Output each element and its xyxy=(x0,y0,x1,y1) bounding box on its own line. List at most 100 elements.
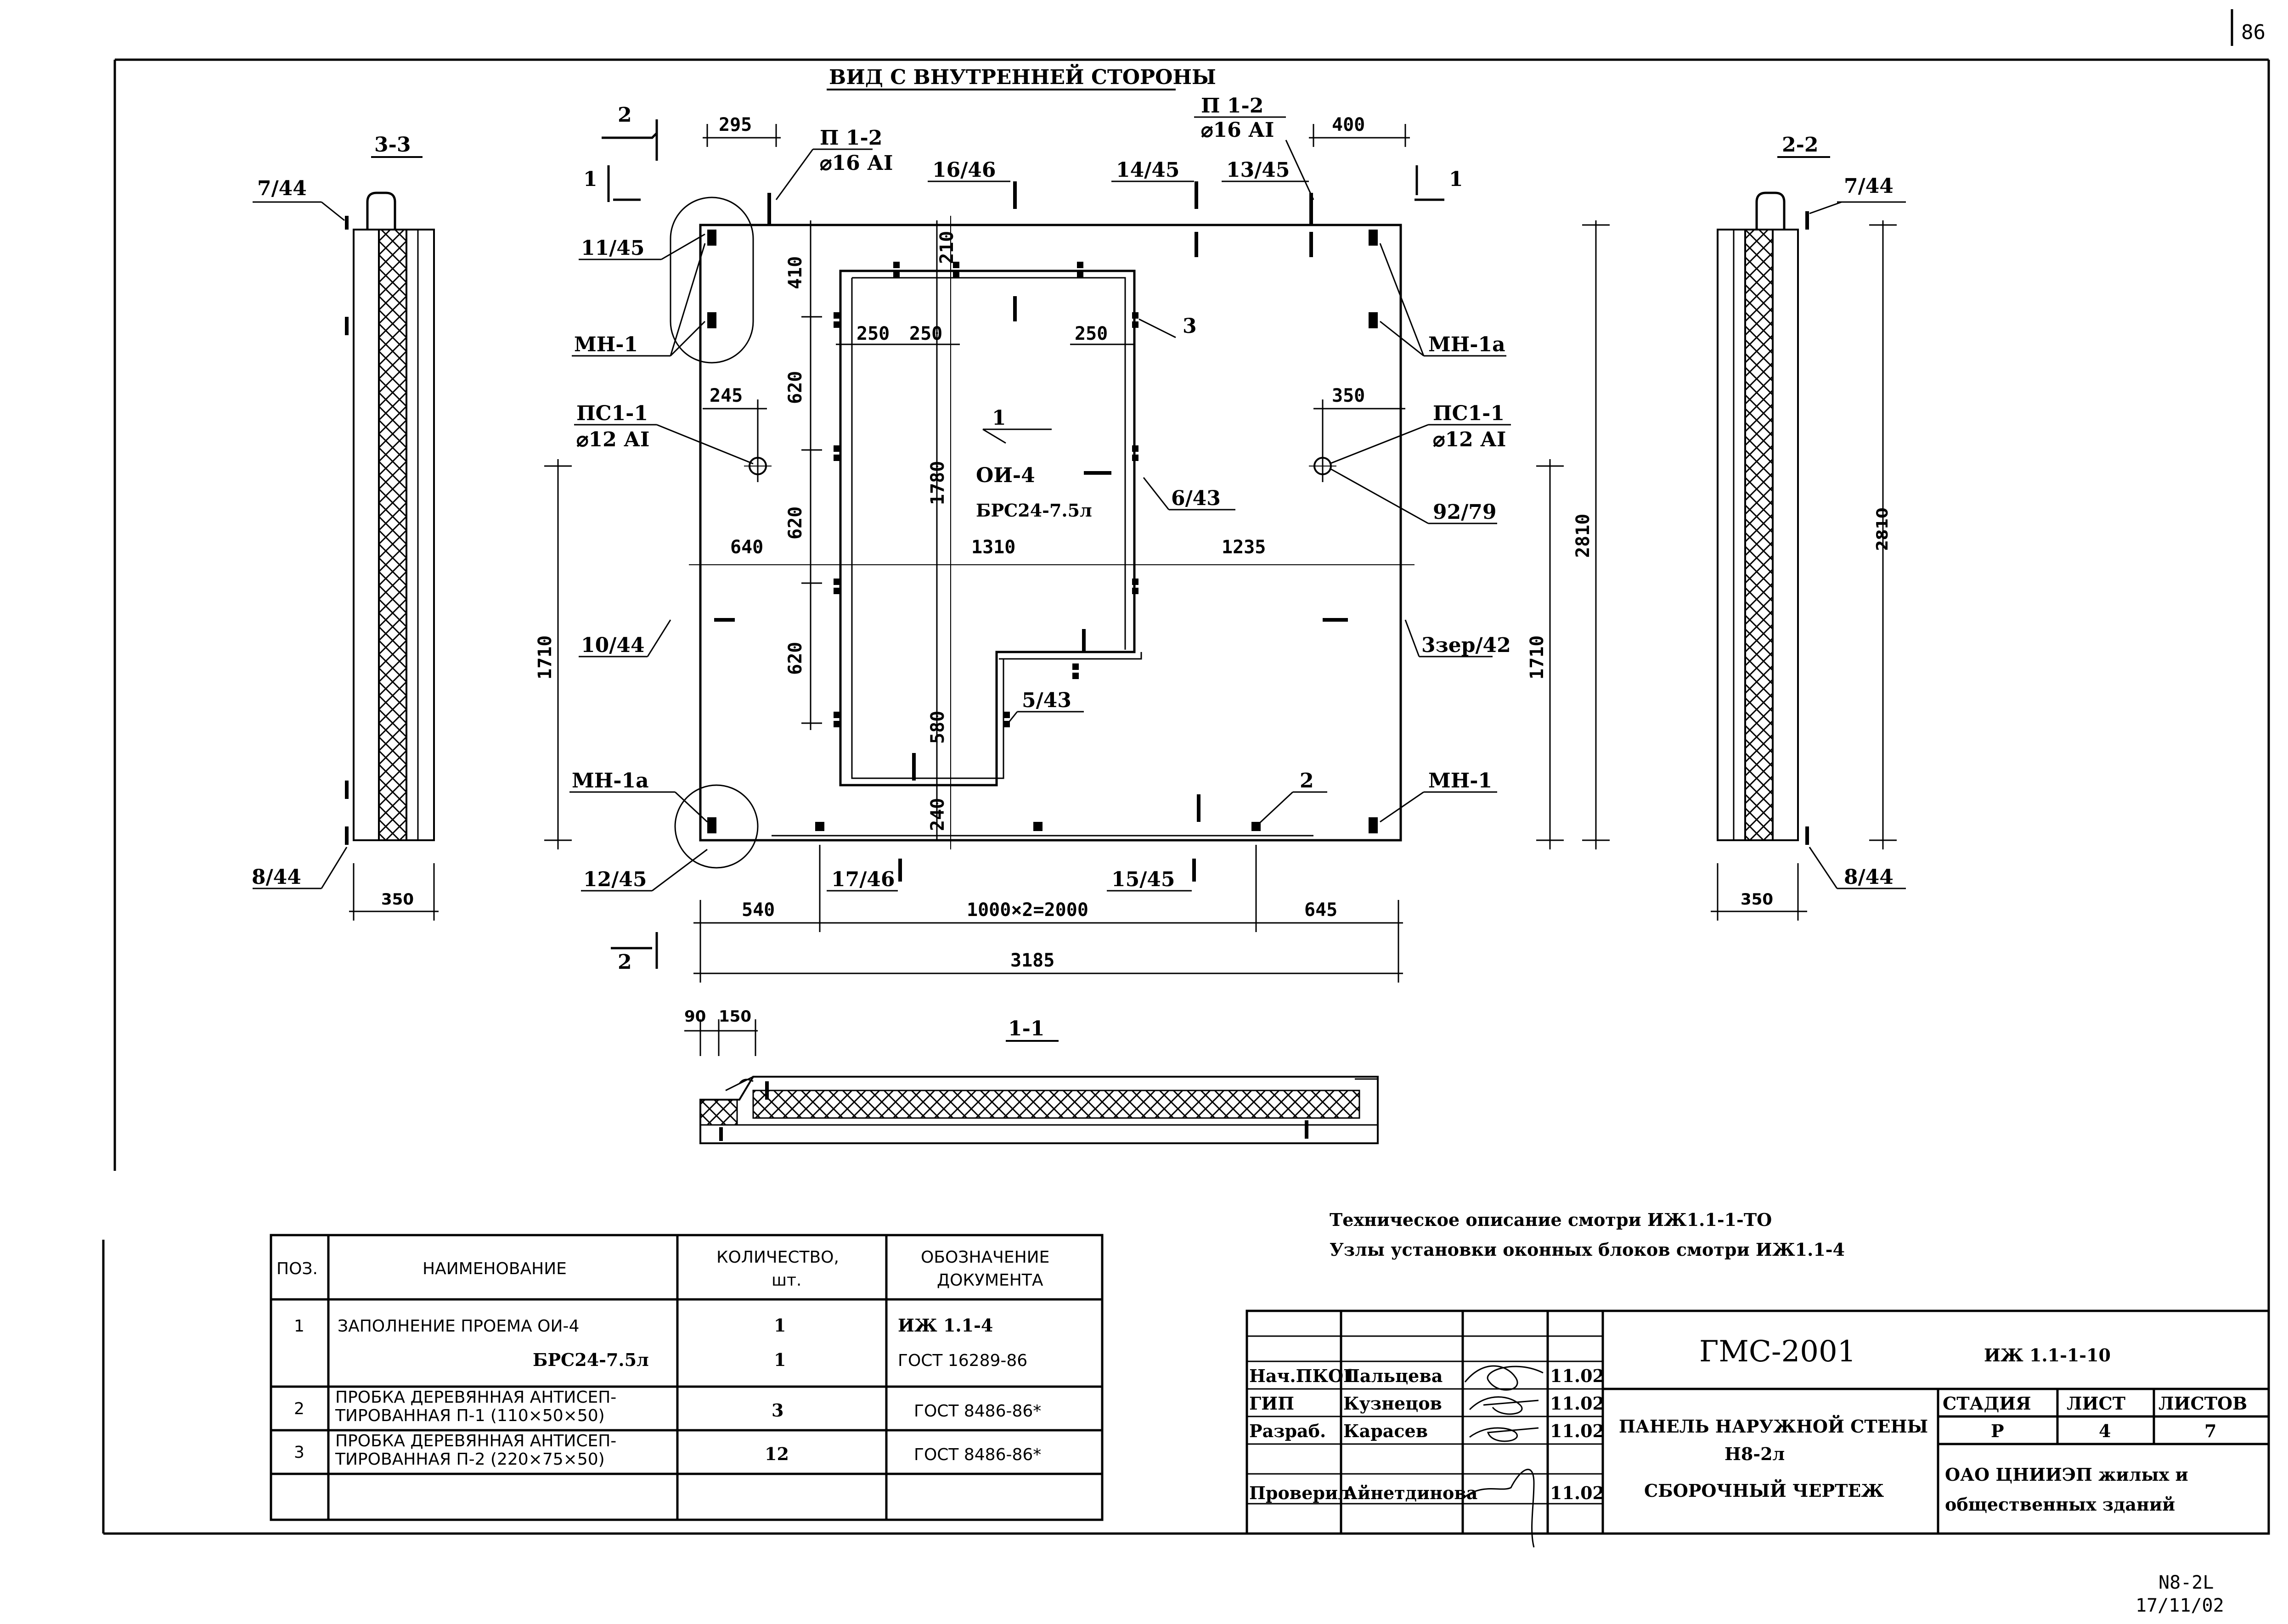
signer-4-name: Айнетдинова xyxy=(1343,1483,1477,1503)
dim-620-a: 620 xyxy=(785,371,806,404)
spec-row2-qty: 3 xyxy=(772,1400,783,1421)
signer-4-date: 11.02 xyxy=(1550,1483,1605,1503)
spec-row1-pos: 1 xyxy=(294,1317,304,1336)
panel-elevation: 2 1 1 2 295 400 П 1-2 ⌀16 АI П 1-2 ⌀16 А… xyxy=(535,94,1610,983)
loop-p12-title-right: П 1-2 xyxy=(1201,94,1263,118)
spec-row2-name-2: ТИРОВАННАЯ П-1 (110×50×50) xyxy=(335,1406,605,1425)
handwritten-signatures xyxy=(1464,1365,1544,1548)
dim-645: 645 xyxy=(1304,899,1337,921)
dim-250-a: 250 xyxy=(857,323,890,344)
dim-620-c: 620 xyxy=(785,642,806,675)
spec-header-pos: ПОЗ. xyxy=(276,1259,318,1278)
section-2-2-title: 2-2 xyxy=(1782,133,1819,157)
stage-value: Р xyxy=(1991,1421,2004,1441)
org-line-1: ОАО ЦНИИЭП жилых и xyxy=(1945,1464,2188,1485)
loop-ps11-title-right: ПС1-1 xyxy=(1433,402,1505,425)
section-3-3-title: 3-3 xyxy=(374,133,411,157)
dim-2000: 1000×2=2000 xyxy=(967,899,1088,921)
signer-3-name: Карасев xyxy=(1343,1421,1428,1441)
dim-350-main: 350 xyxy=(1332,385,1365,406)
loop-ps11-bar-right: ⌀12 АI xyxy=(1433,428,1506,451)
label-11-45: 11/45 xyxy=(581,236,645,260)
sheets-value: 7 xyxy=(2204,1421,2216,1441)
signer-2-role: ГИП xyxy=(1249,1393,1294,1414)
signer-4-role: Проверил xyxy=(1249,1483,1350,1503)
sheet-frame xyxy=(102,9,2270,1535)
label-pos-3: 3 xyxy=(1183,315,1197,338)
spec-row1-qty-2: 1 xyxy=(774,1349,786,1370)
sheet-value: 4 xyxy=(2099,1421,2111,1441)
label-16-46: 16/46 xyxy=(932,158,996,182)
label-mn1-top-left: МН-1 xyxy=(574,333,638,356)
dim-210: 210 xyxy=(936,231,958,264)
label-10-44: 10/44 xyxy=(581,634,645,657)
label-7-44-right: 7/44 xyxy=(1844,174,1894,198)
section-2-2: 2-2 7/44 8/44 350 2810 xyxy=(1711,133,1906,921)
stage-header: СТАДИЯ xyxy=(1943,1393,2031,1414)
label-3zer-42: 3зер/42 xyxy=(1421,634,1511,657)
spec-row3-pos: 3 xyxy=(294,1443,304,1462)
label-13-45: 13/45 xyxy=(1226,158,1290,182)
doc-code: ИЖ 1.1-1-10 xyxy=(1984,1345,2111,1366)
dim-295: 295 xyxy=(719,114,752,135)
signer-3-date: 11.02 xyxy=(1550,1421,1605,1441)
dim-1310: 1310 xyxy=(971,537,1015,558)
dim-1780: 1780 xyxy=(927,461,948,505)
loop-p12-bar-right: ⌀16 АI xyxy=(1201,118,1274,142)
spec-header-doc: ДОКУМЕНТА xyxy=(937,1271,1043,1290)
label-17-46: 17/46 xyxy=(831,868,895,891)
label-14-45: 14/45 xyxy=(1116,158,1180,182)
label-mn1-bottom-right: МН-1 xyxy=(1428,769,1492,792)
spec-row3-name-2: ТИРОВАННАЯ П-2 (220×75×50) xyxy=(335,1450,605,1469)
label-mn1a-bottom-left: МН-1а xyxy=(572,769,649,792)
dim-3185: 3185 xyxy=(1010,950,1054,971)
spec-header-name: НАИМЕНОВАНИЕ xyxy=(423,1259,567,1278)
note-2: Узлы установки оконных блоков смотри ИЖ1… xyxy=(1330,1239,1845,1260)
label-pos-1: 1 xyxy=(992,406,1006,430)
dim-540: 540 xyxy=(742,899,775,921)
spec-row1-name-1: ЗАПОЛНЕНИЕ ПРОЕМА ОИ-4 xyxy=(338,1317,579,1336)
dim-240: 240 xyxy=(927,798,948,831)
dim-1235: 1235 xyxy=(1222,537,1266,558)
loop-ps11-title-left: ПС1-1 xyxy=(576,402,648,425)
sheet-header: ЛИСТ xyxy=(2067,1393,2125,1414)
loop-ps11-bar-left: ⌀12 АI xyxy=(576,428,649,451)
signer-1-role: Нач.ПКО1 xyxy=(1249,1366,1356,1386)
sheet-title-3: СБОРОЧНЫЙ ЧЕРТЕЖ xyxy=(1644,1479,1884,1501)
spec-row2-pos: 2 xyxy=(294,1399,304,1418)
sheets-header: ЛИСТОВ xyxy=(2158,1393,2247,1414)
dim-400: 400 xyxy=(1332,114,1365,135)
dim-1710-left: 1710 xyxy=(535,635,556,680)
dim-350-right: 350 xyxy=(1741,890,1773,909)
spec-row1-qty-1: 1 xyxy=(774,1315,786,1336)
label-8-44-left: 8/44 xyxy=(252,865,301,889)
footer-code-1: N8-2L xyxy=(2158,1572,2214,1593)
svg-text:шт.: шт. xyxy=(772,1271,801,1290)
org-line-2: общественных зданий xyxy=(1945,1494,2175,1515)
spec-row1-name-2: БРС24-7.5л xyxy=(533,1349,649,1370)
wooden-plugs xyxy=(834,262,1138,727)
opening-mark: ОИ-4 xyxy=(976,464,1035,487)
loop-p12-bar-left: ⌀16 АI xyxy=(820,152,893,175)
dim-640: 640 xyxy=(730,537,763,558)
label-92-79: 92/79 xyxy=(1433,500,1497,524)
signer-2-date: 11.02 xyxy=(1550,1393,1605,1414)
label-12-45: 12/45 xyxy=(583,868,647,891)
spec-row3-doc: ГОСТ 8486-86* xyxy=(914,1445,1041,1464)
label-5-43: 5/43 xyxy=(1022,689,1071,712)
dim-620-b: 620 xyxy=(785,506,806,539)
label-7-44-left: 7/44 xyxy=(257,177,307,200)
spec-row1-doc-2: ГОСТ 16289-86 xyxy=(898,1351,1027,1370)
label-mn1a-top-right: МН-1а xyxy=(1428,333,1505,356)
loop-p12-title-left: П 1-2 xyxy=(820,126,882,150)
signer-2-name: Кузнецов xyxy=(1343,1393,1442,1414)
sheet-corner-number: 86 xyxy=(2241,21,2265,44)
sheet-title-2: Н8-2л xyxy=(1724,1444,1785,1464)
cut-2-top: 2 xyxy=(618,103,632,127)
spec-row3-qty: 12 xyxy=(765,1444,789,1464)
spec-row3-name-1: ПРОБКА ДЕРЕВЯННАЯ АНТИСЕП- xyxy=(335,1432,616,1450)
sheet-title-1: ПАНЕЛЬ НАРУЖНОЙ СТЕНЫ xyxy=(1619,1415,1928,1437)
title-block: ГМС-2001 ИЖ 1.1-1-10 Нач.ПКО1 Пальцева 1… xyxy=(1245,1309,2270,1548)
signer-1-name: Пальцева xyxy=(1343,1366,1443,1386)
